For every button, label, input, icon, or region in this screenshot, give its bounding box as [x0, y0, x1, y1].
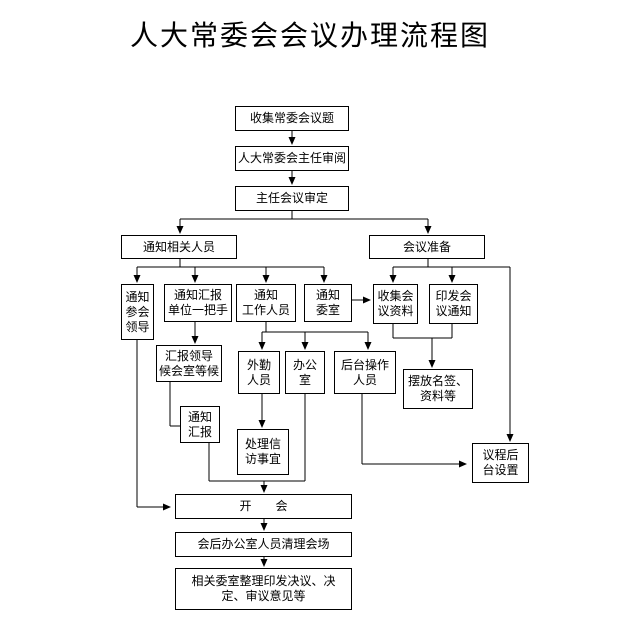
node-notify-personnel: 通知相关人员	[121, 235, 237, 259]
node-director-review: 人大常委会主任审阅	[235, 146, 349, 171]
node-backstage-setup: 议程后 台设置	[472, 443, 529, 483]
node-handle-petitions: 处理信 访事宜	[237, 429, 289, 475]
node-notify-report: 通知 汇报	[180, 406, 220, 443]
node-collect-topics: 收集常委会议题	[235, 106, 349, 131]
node-issue-notice: 印发会 议通知	[429, 284, 478, 324]
page-title: 人大常委会会议办理流程图	[129, 19, 490, 52]
node-backstage-staff: 后台操作 人员	[334, 351, 396, 394]
node-field-staff: 外勤 人员	[238, 351, 280, 394]
node-place-nameplates: 摆放名签、 资料等	[403, 369, 473, 409]
node-directors-meeting: 主任会议审定	[235, 186, 349, 211]
node-notify-committee: 通知 委室	[304, 284, 352, 322]
node-office: 办公 室	[285, 351, 325, 394]
node-committee-followup: 相关委室整理印发决议、决 定、审议意见等	[175, 568, 352, 610]
node-collect-materials: 收集会 议资料	[373, 284, 418, 324]
node-report-lead-waits: 汇报领导 候会室等候	[156, 345, 222, 382]
node-post-cleanup: 会后办公室人员清理会场	[175, 532, 352, 557]
node-notify-reporting-unit: 通知汇报 单位一把手	[164, 284, 232, 322]
node-notify-attending-leaders: 通知 参会 领导	[121, 284, 154, 340]
node-meeting-prep: 会议准备	[369, 235, 485, 259]
node-hold-meeting: 开 会	[175, 494, 352, 519]
node-notify-staff: 通知 工作人员	[236, 284, 296, 322]
